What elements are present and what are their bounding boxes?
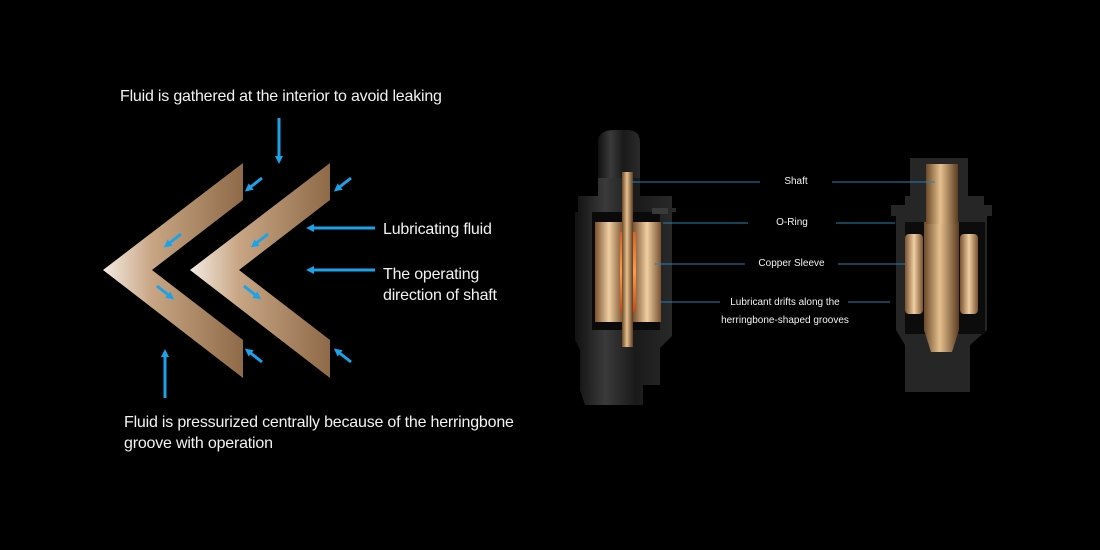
operating-direction-label-line2: direction of shaft <box>383 287 497 304</box>
operating-direction-label-line1: The operating <box>383 266 480 283</box>
bearing-cutaway <box>575 130 676 405</box>
herringbone-groove-diagram <box>103 163 330 378</box>
top-caption: Fluid is gathered at the interior to avo… <box>120 88 442 105</box>
lubricant-label-line1: Lubricant drifts along the <box>730 297 840 308</box>
lubricating-fluid-label: Lubricating fluid <box>383 221 492 238</box>
o-ring-label: O-Ring <box>776 217 808 228</box>
bottom-caption-line1: Fluid is pressurized centrally because o… <box>124 414 514 431</box>
fluid-flow-arrows <box>156 176 352 364</box>
copper-sleeve-label: Copper Sleeve <box>758 258 825 269</box>
leader-lines <box>630 181 935 303</box>
bearing-profile <box>891 158 992 392</box>
shaft-label: Shaft <box>784 176 808 187</box>
callout-arrows <box>161 118 375 398</box>
lubricant-label-line2: herringbone-shaped grooves <box>721 315 849 326</box>
outer-chevron <box>103 163 243 378</box>
inner-chevron <box>190 163 330 378</box>
bottom-caption-line2: groove with operation <box>124 435 273 452</box>
